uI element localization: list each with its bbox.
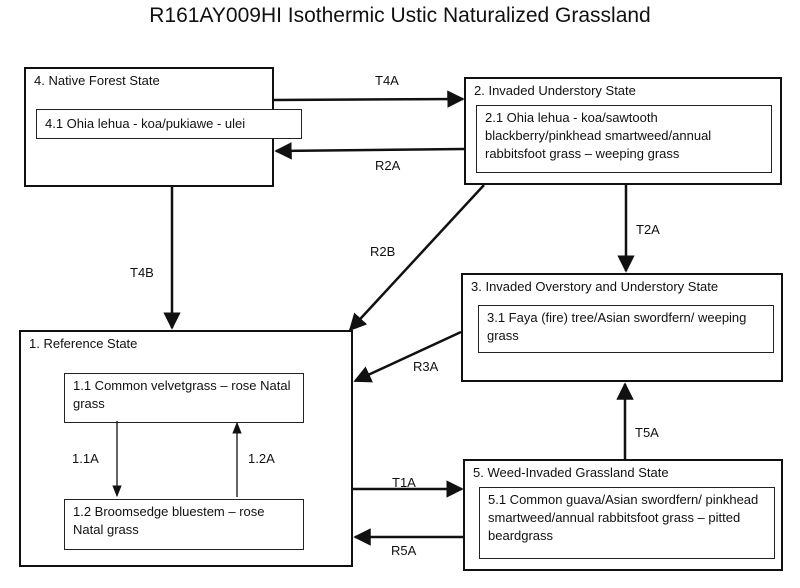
arrow-r2a xyxy=(274,142,465,160)
label-t4b: T4B xyxy=(130,265,154,280)
state-weed-invaded-grassland: 5. Weed-Invaded Grassland State 5.1 Comm… xyxy=(463,459,783,571)
phase-1-2: 1.2 Broomsedge bluestem – rose Natal gra… xyxy=(64,499,304,550)
label-p1-2a: 1.2A xyxy=(248,451,275,466)
phase-2-1: 2.1 Ohia lehua - koa/sawtooth blackberry… xyxy=(476,105,772,173)
diagram-title: R161AY009HI Isothermic Ustic Naturalized… xyxy=(149,4,651,27)
phase-3-1: 3.1 Faya (fire) tree/Asian swordfern/ we… xyxy=(478,305,774,353)
label-p1-1a: 1.1A xyxy=(72,451,99,466)
state-reference-title: 1. Reference State xyxy=(29,336,138,351)
phase-4-1: 4.1 Ohia lehua - koa/pukiawe - ulei xyxy=(36,109,302,139)
label-r2a: R2A xyxy=(375,158,401,173)
label-t5a: T5A xyxy=(635,425,659,440)
label-r5a: R5A xyxy=(391,543,417,558)
state-invaded-understory-title: 2. Invaded Understory State xyxy=(474,83,636,98)
state-invaded-overstory-understory-title: 3. Invaded Overstory and Understory Stat… xyxy=(471,279,719,294)
label-t2a: T2A xyxy=(636,222,660,237)
state-invaded-understory: 2. Invaded Understory State 2.1 Ohia leh… xyxy=(464,77,782,185)
label-t1a: T1A xyxy=(392,475,416,490)
arrow-r2b xyxy=(348,184,485,332)
state-invaded-overstory-understory: 3. Invaded Overstory and Understory Stat… xyxy=(461,273,783,382)
arrow-r3a xyxy=(353,330,462,383)
label-r2b: R2B xyxy=(370,244,396,259)
label-t4a: T4A xyxy=(375,73,399,88)
state-native-forest: 4. Native Forest State 4.1 Ohia lehua - … xyxy=(24,67,302,187)
state-native-forest-title: 4. Native Forest State xyxy=(34,73,160,88)
label-r3a: R3A xyxy=(413,359,439,374)
arrow-t4a xyxy=(273,90,465,108)
state-weed-invaded-grassland-title: 5. Weed-Invaded Grassland State xyxy=(473,465,669,480)
phase-5-1: 5.1 Common guava/Asian swordfern/ pinkhe… xyxy=(479,487,775,559)
state-reference: 1. Reference State 1.1 Common velvetgras… xyxy=(19,330,353,567)
phase-1-1: 1.1 Common velvetgrass – rose Natal gras… xyxy=(64,373,304,423)
